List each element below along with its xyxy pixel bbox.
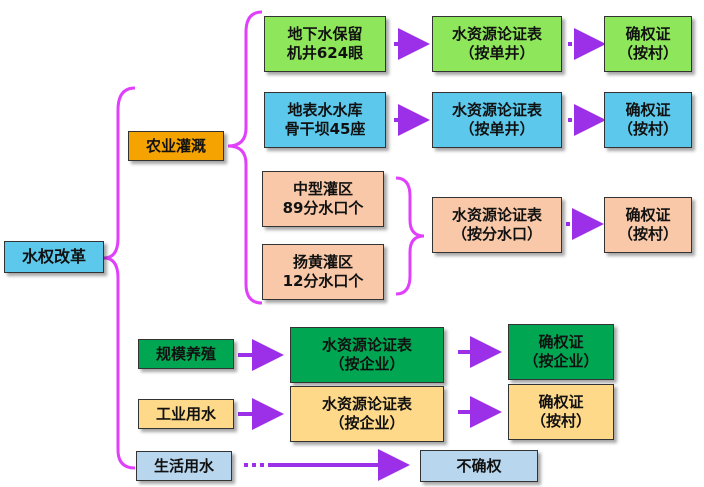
row2-cert-line1: 确权证 [625, 101, 671, 120]
industry-form-line2: （按企业） [329, 414, 405, 432]
row1-cert-line2: （按村） [617, 44, 678, 62]
row1-source-line1: 地下水保留 [287, 25, 363, 44]
row2-form: 水资源论证表 （按单井） [432, 92, 562, 148]
row1-source-line2: 机井624眼 [286, 44, 364, 62]
row2-form-line2: （按单井） [459, 120, 535, 138]
row1-cert: 确权证 （按村） [604, 16, 692, 72]
domestic-result-label: 不确权 [456, 456, 502, 475]
row3-form-line2: （按分水口） [451, 225, 542, 243]
row1-form-line1: 水资源论证表 [451, 25, 542, 44]
category-industry-label: 工业用水 [155, 404, 216, 423]
row1-form: 水资源论证表 （按单井） [432, 16, 562, 72]
row3a-source-line1: 中型灌区 [292, 180, 353, 199]
category-domestic: 生活用水 [136, 451, 232, 481]
row3b-source: 扬黄灌区 12分水口个 [262, 244, 384, 300]
row3-cert-line2: （按村） [617, 225, 678, 243]
row1-cert-line1: 确权证 [625, 25, 671, 44]
row2-source: 地表水水库 骨干坝45座 [264, 92, 386, 148]
root-bracket [103, 86, 136, 470]
root-label: 水权改革 [21, 247, 86, 266]
aqua-form-line1: 水资源论证表 [321, 336, 412, 355]
aqua-cert-line2: （按企业） [523, 352, 599, 370]
row1-form-line2: （按单井） [459, 44, 535, 62]
aqua-form: 水资源论证表 （按企业） [290, 327, 444, 383]
row2-cert: 确权证 （按村） [604, 92, 692, 148]
row2-cert-line2: （按村） [617, 120, 678, 138]
row2-source-line1: 地表水水库 [287, 101, 363, 120]
aqua-cert-line1: 确权证 [538, 333, 584, 352]
industry-cert-line2: （按村） [530, 412, 591, 430]
row3a-source: 中型灌区 89分水口个 [262, 171, 384, 227]
row3b-source-line1: 扬黄灌区 [292, 253, 353, 272]
domestic-result: 不确权 [420, 450, 538, 482]
aqua-form-line2: （按企业） [329, 355, 405, 373]
row3a-source-line2: 89分水口个 [282, 199, 364, 217]
row3b-source-line2: 12分水口个 [282, 272, 364, 290]
category-aqua-label: 规模养殖 [155, 344, 216, 363]
agri-bracket [227, 10, 263, 305]
category-industry: 工业用水 [138, 399, 234, 429]
industry-form: 水资源论证表 （按企业） [290, 386, 444, 442]
category-domestic-label: 生活用水 [153, 456, 214, 475]
row3-form-line1: 水资源论证表 [451, 206, 542, 225]
row3-form: 水资源论证表 （按分水口） [432, 197, 562, 253]
industry-cert-line1: 确权证 [538, 393, 584, 412]
industry-cert: 确权证 （按村） [508, 384, 614, 440]
row3-cert-line1: 确权证 [625, 206, 671, 225]
row1-source: 地下水保留 机井624眼 [264, 16, 386, 72]
category-agri: 农业灌溉 [128, 131, 224, 161]
root-node: 水权改革 [4, 241, 104, 273]
row3-cert: 确权证 （按村） [604, 197, 692, 253]
irrigation-bracket [395, 176, 425, 296]
aqua-cert: 确权证 （按企业） [508, 324, 614, 380]
row2-source-line2: 骨干坝45座 [284, 120, 366, 138]
industry-form-line1: 水资源论证表 [321, 395, 412, 414]
row2-form-line1: 水资源论证表 [451, 101, 542, 120]
category-aqua: 规模养殖 [138, 339, 234, 369]
category-agri-label: 农业灌溉 [145, 136, 206, 155]
